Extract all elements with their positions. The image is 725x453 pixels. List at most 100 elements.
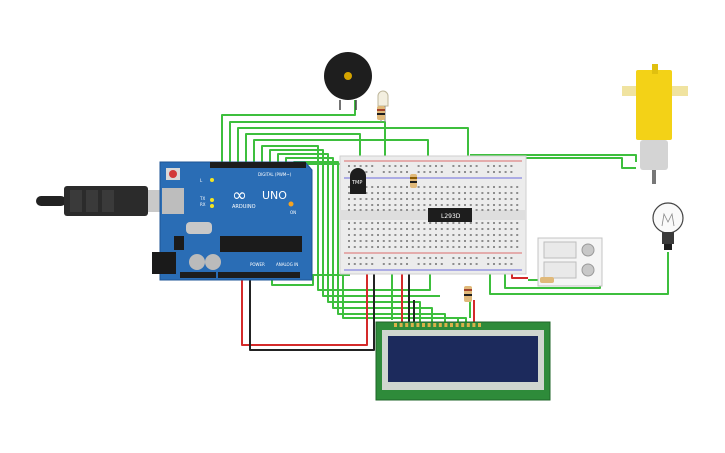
breadboard-hole xyxy=(493,228,495,230)
rail-hole xyxy=(504,263,507,265)
resistor-bb[interactable] xyxy=(410,174,417,188)
motor-driver-chip[interactable]: L293D xyxy=(428,208,472,222)
rail-hole xyxy=(464,263,466,265)
breadboard-hole xyxy=(406,228,408,230)
rail-hole xyxy=(452,165,455,167)
arduino-brand: ARDUINO xyxy=(232,204,256,210)
breadboard-hole xyxy=(475,222,478,224)
dc-motor[interactable] xyxy=(622,64,688,184)
rail-hole xyxy=(359,165,362,167)
breadboard-hole xyxy=(516,198,519,200)
rail-hole xyxy=(469,257,472,259)
breadboard-hole xyxy=(423,198,426,200)
breadboard-hole xyxy=(411,198,414,200)
rail-hole xyxy=(371,171,374,173)
breadboard-hole xyxy=(423,228,426,230)
wire-lcd-5 xyxy=(350,317,467,322)
breadboard-hole xyxy=(504,240,507,242)
rail-hole xyxy=(498,263,501,265)
piezo-buzzer[interactable] xyxy=(324,52,372,110)
usb-port xyxy=(162,188,184,214)
rail-hole xyxy=(435,257,437,259)
digital-header-label: DIGITAL (PWM~) xyxy=(258,172,292,177)
wire-power-5v xyxy=(241,265,368,346)
breadboard-hole xyxy=(423,204,426,206)
rail-hole xyxy=(493,165,495,167)
breadboard-hole xyxy=(423,186,426,188)
rail-hole xyxy=(394,165,397,167)
breadboard-hole xyxy=(481,246,484,248)
rail-hole xyxy=(458,165,461,167)
breadboard-hole xyxy=(440,246,443,248)
breadboard-hole xyxy=(400,192,403,194)
breadboard-hole xyxy=(353,234,356,236)
breadboard-hole xyxy=(458,198,461,200)
arduino-uno-board[interactable]: ∞ ARDUINO UNO DIGITAL (PWM~) POWER ANALO… xyxy=(152,161,313,281)
breadboard-hole xyxy=(394,186,397,188)
rail-hole xyxy=(429,165,432,167)
breadboard-hole xyxy=(452,222,455,224)
rail-hole xyxy=(400,165,403,167)
breadboard-hole xyxy=(394,192,397,194)
breadboard-hole xyxy=(452,240,455,242)
breadboard-hole xyxy=(429,228,432,230)
breadboard-hole xyxy=(487,222,490,224)
breadboard-hole xyxy=(388,209,391,211)
breadboard-hole xyxy=(516,240,519,242)
relay-module[interactable] xyxy=(537,237,603,287)
lcd-pin xyxy=(394,323,397,327)
breadboard-hole xyxy=(464,186,466,188)
breadboard-hole xyxy=(452,186,455,188)
breadboard-hole xyxy=(435,192,437,194)
breadboard-hole xyxy=(348,234,350,236)
temperature-sensor[interactable]: TMP xyxy=(350,168,366,194)
breadboard-hole xyxy=(417,234,420,236)
breadboard-hole xyxy=(458,240,461,242)
breadboard-hole xyxy=(487,198,490,200)
breadboard-hole xyxy=(493,198,495,200)
wire-down-2 xyxy=(269,149,440,297)
resistor-lcd[interactable] xyxy=(464,286,472,302)
rail-hole xyxy=(371,165,374,167)
breadboard-hole xyxy=(394,198,397,200)
breadboard-hole xyxy=(458,234,461,236)
rail-hole xyxy=(400,263,403,265)
breadboard-hole xyxy=(359,246,362,248)
breadboard-hole xyxy=(493,209,495,211)
breadboard-hole xyxy=(481,198,484,200)
on-label: ON xyxy=(290,210,296,215)
breadboard-hole xyxy=(371,222,374,224)
breadboard-hole xyxy=(498,222,501,224)
breadboard-hole xyxy=(510,192,513,194)
breadboard-hole xyxy=(458,204,461,206)
breadboard-hole xyxy=(394,228,397,230)
resistor-relay[interactable] xyxy=(540,277,554,283)
atmega-chip xyxy=(220,236,302,252)
breadboard-hole xyxy=(498,204,501,206)
rail-hole xyxy=(423,263,426,265)
breadboard-hole xyxy=(429,192,432,194)
light-bulb[interactable] xyxy=(652,202,684,250)
breadboard-hole xyxy=(348,204,350,206)
breadboard-hole xyxy=(365,240,368,242)
breadboard-hole xyxy=(446,186,449,188)
motor-driver-label: L293D xyxy=(441,213,461,220)
breadboard-hole xyxy=(481,228,484,230)
breadboard-hole xyxy=(510,186,513,188)
resistor-led[interactable] xyxy=(377,106,385,120)
rail-hole xyxy=(382,263,385,265)
breadboard-hole xyxy=(498,234,501,236)
breadboard-hole xyxy=(388,228,391,230)
rail-hole xyxy=(469,165,472,167)
breadboard-hole xyxy=(400,234,403,236)
breadboard-hole xyxy=(493,234,495,236)
breadboard-hole xyxy=(406,222,408,224)
breadboard-hole xyxy=(435,234,437,236)
rail-hole xyxy=(469,171,472,173)
breadboard-hole xyxy=(429,222,432,224)
lcd-display[interactable] xyxy=(375,321,551,401)
breadboard-hole xyxy=(493,192,495,194)
breadboard-hole xyxy=(388,198,391,200)
rail-hole xyxy=(406,171,408,173)
breadboard-hole xyxy=(377,246,379,248)
